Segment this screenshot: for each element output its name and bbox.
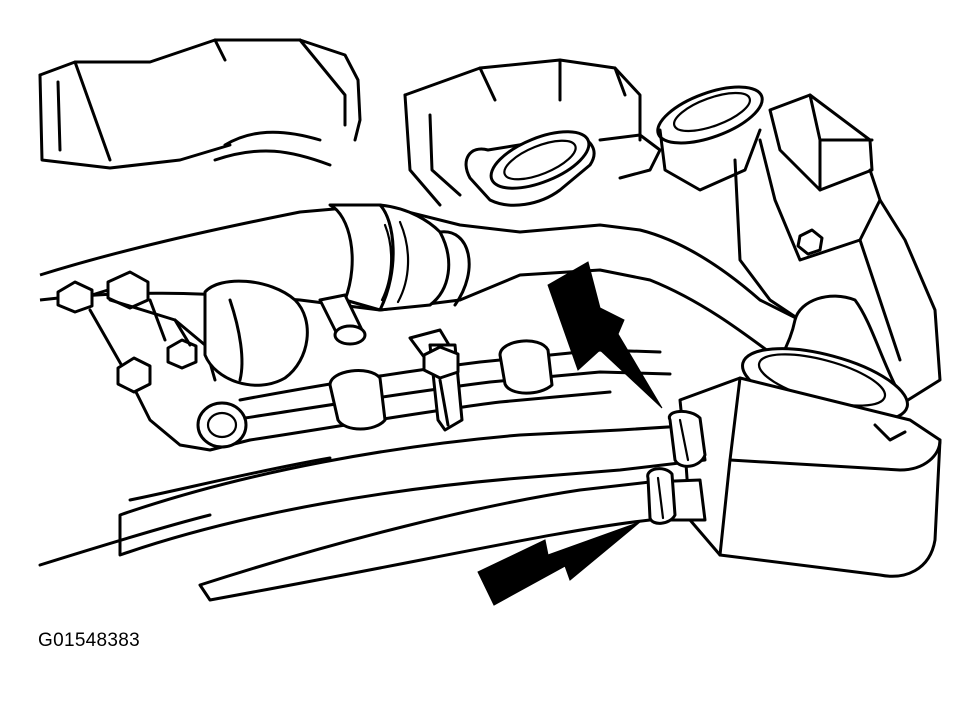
boot-and-housing — [678, 294, 942, 578]
figure-id-label: G01548383 — [38, 630, 141, 651]
upper-coolant-hose — [39, 203, 802, 362]
engine-block — [38, 38, 942, 407]
lower-hoses — [38, 423, 707, 602]
upper-clamp — [667, 410, 707, 468]
upper-clamp-arrow — [547, 261, 663, 409]
left-components — [56, 270, 457, 452]
lower-clamp-arrow — [477, 521, 641, 606]
hose-clamps — [646, 410, 707, 525]
lower-clamp — [646, 467, 677, 525]
fuel-rail — [238, 339, 672, 442]
